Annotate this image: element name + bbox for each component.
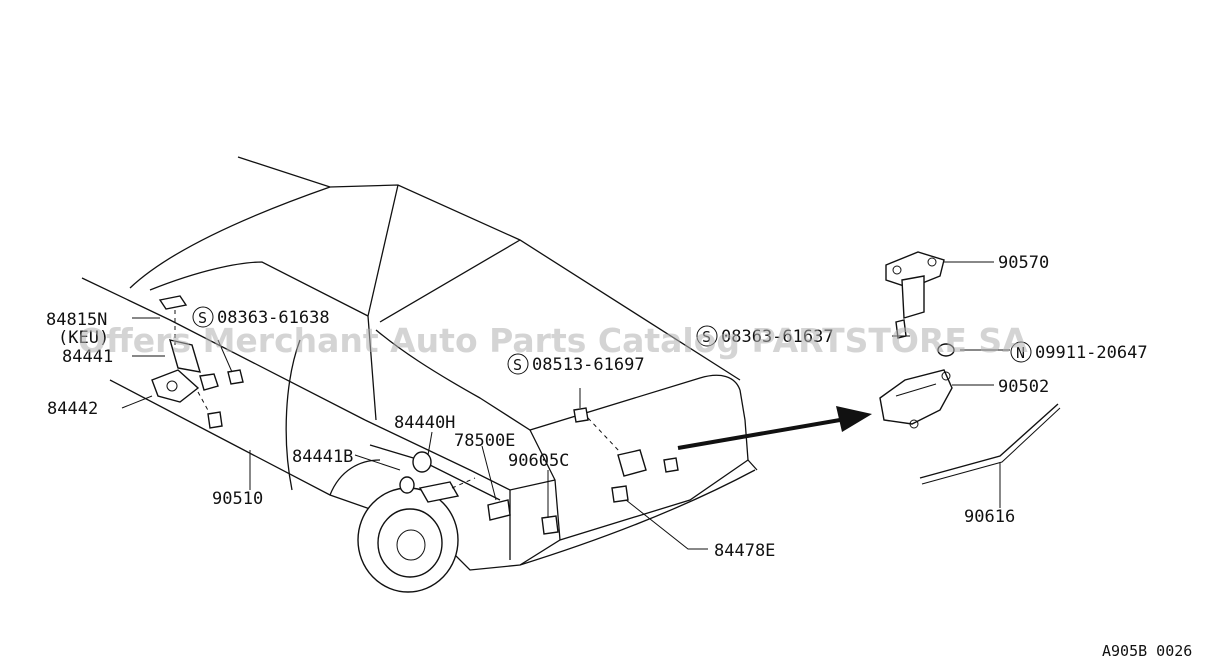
label-08513-61697: 08513-61697 bbox=[532, 355, 645, 375]
label-keu: (KEU) bbox=[58, 328, 109, 348]
label-90616: 90616 bbox=[964, 507, 1015, 527]
label-84441b: 84441B bbox=[292, 447, 353, 467]
label-84478e: 84478E bbox=[714, 541, 775, 561]
trunk-lock-parts bbox=[573, 407, 679, 503]
label-90510: 90510 bbox=[212, 489, 263, 509]
label-08363-61638: 08363-61638 bbox=[217, 308, 330, 328]
trunk-lock-exploded-parts bbox=[879, 251, 1061, 485]
label-90502: 90502 bbox=[998, 377, 1049, 397]
fuel-lid-opener-parts bbox=[151, 295, 244, 429]
exploded-view-arrow bbox=[677, 406, 872, 450]
trunk-lid-opener-parts bbox=[399, 451, 559, 535]
n-symbol: N bbox=[1010, 341, 1032, 363]
n-symbol-letter: N bbox=[1016, 344, 1025, 362]
s-symbol-3-letter: S bbox=[702, 328, 711, 346]
label-09911-20647: 09911-20647 bbox=[1035, 343, 1148, 363]
label-08363-61637: 08363-61637 bbox=[721, 327, 834, 347]
s-symbol-2: S bbox=[507, 353, 529, 375]
s-symbol-2-letter: S bbox=[513, 356, 522, 374]
s-symbol-1-letter: S bbox=[198, 309, 207, 327]
car-body-outline bbox=[81, 156, 758, 571]
leader-lines bbox=[121, 261, 1010, 550]
s-symbol-1: S bbox=[192, 306, 214, 328]
label-90570: 90570 bbox=[998, 253, 1049, 273]
rear-wheel bbox=[357, 487, 459, 593]
label-78500e: 78500E bbox=[454, 431, 515, 451]
label-90605c: 90605C bbox=[508, 451, 569, 471]
s-symbol-3: S bbox=[696, 325, 718, 347]
reference-code: A905B 0026 bbox=[1102, 642, 1192, 660]
label-84442: 84442 bbox=[47, 399, 98, 419]
label-84441: 84441 bbox=[62, 347, 113, 367]
label-84815n: 84815N bbox=[46, 310, 107, 330]
watermark-text: Offers Merchant Auto Parts Catalog PARTS… bbox=[78, 321, 1028, 360]
label-84440h: 84440H bbox=[394, 413, 455, 433]
